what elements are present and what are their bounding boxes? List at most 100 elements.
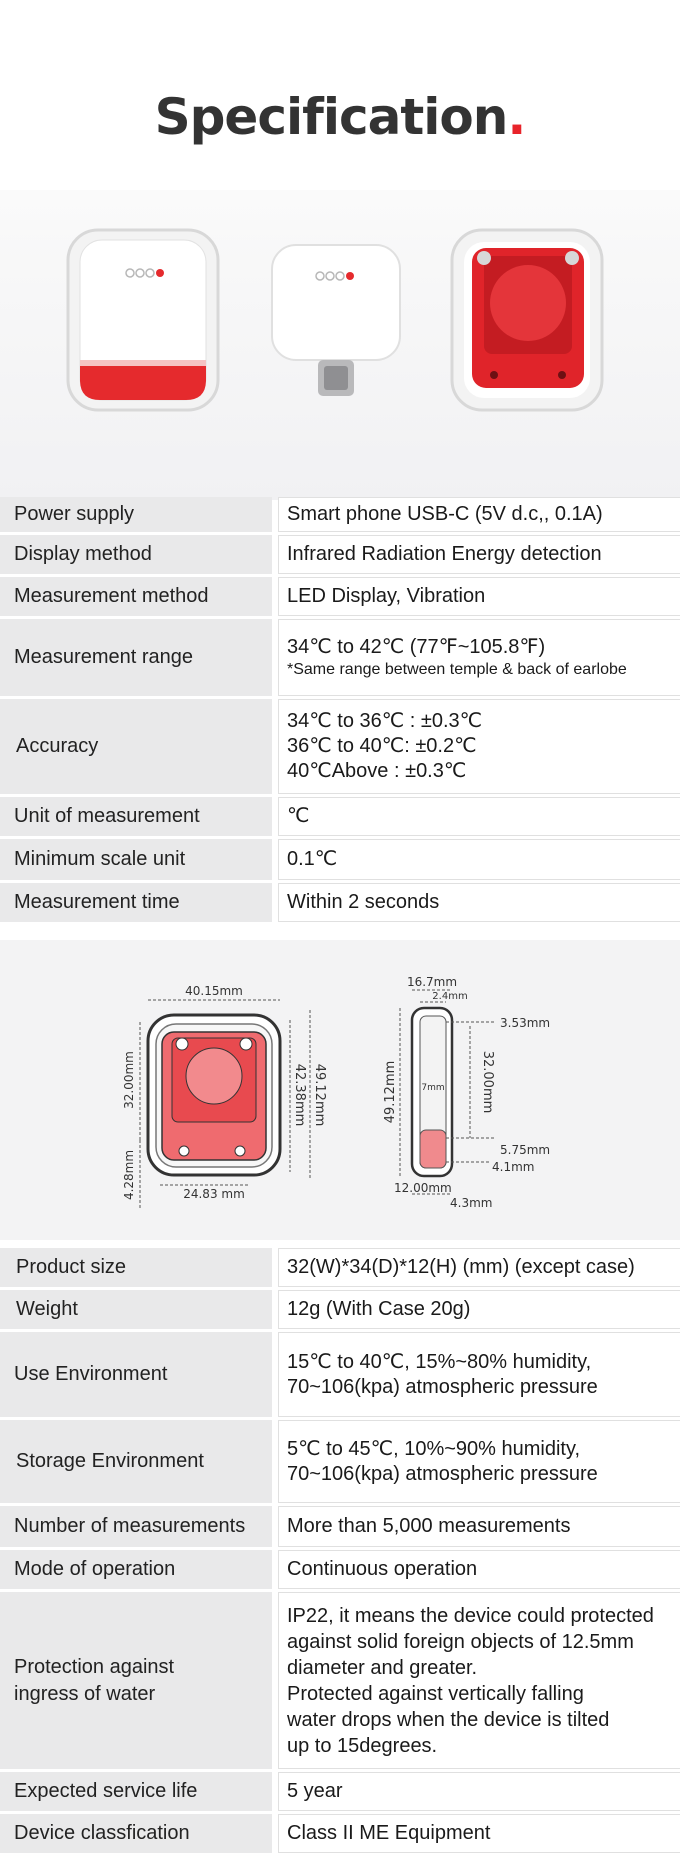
- front-height-label-2: 42.38mm: [292, 1064, 307, 1127]
- row-value: Infrared Radiation Energy detection: [278, 535, 680, 574]
- table-row: Unit of measurement ℃: [0, 797, 680, 839]
- value-line: Protected against vertically falling: [287, 1682, 584, 1705]
- table-row: Measurement method LED Display, Vibratio…: [0, 577, 680, 619]
- front-width-label: 40.15mm: [185, 984, 243, 998]
- row-value: Smart phone USB-C (5V d.c,, 0.1A): [278, 497, 680, 532]
- value-line: 34℃ to 42℃ (77℉~105.8℉): [287, 636, 546, 658]
- side-top-label-1: 16.7mm: [407, 975, 457, 989]
- table-row: Product size 32(W)*34(D)*12(H) (mm) (exc…: [0, 1248, 680, 1290]
- table-row: Number of measurements More than 5,000 m…: [0, 1506, 680, 1550]
- value-line: diameter and greater.: [287, 1656, 478, 1679]
- title-text: Specification: [154, 88, 509, 146]
- value-line: IP22, it means the device could protecte…: [287, 1604, 654, 1627]
- value-line: Within 2 seconds: [287, 891, 440, 913]
- row-value: 34℃ to 36℃ : ±0.3℃ 36℃ to 40℃: ±0.2℃ 40℃…: [278, 699, 680, 794]
- side-right-label-3: 5.75mm: [500, 1143, 550, 1157]
- front-height-label-3: 49.12mm: [312, 1064, 327, 1127]
- front-view: 40.15mm 24.83 mm 32.00mm 4.28mm 42.38mm …: [122, 984, 327, 1210]
- value-line: water drops when the device is tilted: [287, 1708, 610, 1731]
- side-bottom-label-1: 12.00mm: [394, 1181, 452, 1195]
- row-value: IP22, it means the device could protecte…: [278, 1592, 680, 1769]
- value-line: ℃: [287, 805, 310, 827]
- row-value: 5℃ to 45℃, 10%~90% humidity, 70~106(kpa)…: [278, 1420, 680, 1503]
- value-line: 0.1℃: [287, 848, 338, 870]
- row-label: Measurement time: [0, 883, 272, 922]
- side-top-label-2: 2.4mm: [432, 991, 467, 1002]
- value-line: 40℃Above : ±0.3℃: [287, 760, 467, 782]
- row-label: Storage Environment: [0, 1420, 272, 1503]
- side-right-label-4: 4.1mm: [492, 1160, 534, 1174]
- page-title: Specification.: [0, 88, 680, 146]
- row-label: Minimum scale unit: [0, 839, 272, 880]
- value-line: Smart phone USB-C (5V d.c,, 0.1A): [287, 503, 603, 525]
- row-value: Within 2 seconds: [278, 883, 680, 922]
- value-note: *Same range between temple & back of ear…: [287, 661, 627, 678]
- row-label: Use Environment: [0, 1332, 272, 1417]
- table-row: Measurement time Within 2 seconds: [0, 883, 680, 925]
- row-label: Protection against ingress of water: [0, 1592, 272, 1769]
- side-mid-label: 7mm: [421, 1083, 444, 1093]
- row-value: More than 5,000 measurements: [278, 1506, 680, 1547]
- row-value: 32(W)*34(D)*12(H) (mm) (except case): [278, 1248, 680, 1287]
- value-line: 5 year: [287, 1780, 343, 1802]
- value-line: 36℃ to 40℃: ±0.2℃: [287, 735, 477, 757]
- product-photo: [0, 190, 680, 500]
- value-line: 12g (With Case 20g): [287, 1298, 471, 1320]
- row-value: 34℃ to 42℃ (77℉~105.8℉) *Same range betw…: [278, 619, 680, 696]
- row-label: Measurement method: [0, 577, 272, 616]
- row-label: Product size: [0, 1248, 272, 1287]
- row-label: Power supply: [0, 497, 272, 532]
- brand-logo: [125, 268, 164, 278]
- value-line: LED Display, Vibration: [287, 585, 486, 607]
- front-bottom-height-label: 4.28mm: [122, 1150, 136, 1200]
- front-height-label-1: 32.00mm: [122, 1051, 136, 1109]
- row-label: Accuracy: [0, 699, 272, 794]
- row-value: Class II ME Equipment: [278, 1814, 680, 1853]
- table-row: Accuracy 34℃ to 36℃ : ±0.3℃ 36℃ to 40℃: …: [0, 699, 680, 797]
- side-right-label-1: 3.53mm: [500, 1016, 550, 1030]
- device-usb-c: [271, 244, 401, 396]
- side-bottom-label-2: 4.3mm: [450, 1196, 492, 1210]
- row-value: 5 year: [278, 1772, 680, 1811]
- table-row: Power supply Smart phone USB-C (5V d.c,,…: [0, 497, 680, 535]
- row-label: Expected service life: [0, 1772, 272, 1811]
- row-label: Weight: [0, 1290, 272, 1329]
- row-value: ℃: [278, 797, 680, 836]
- spec-table-top: Power supply Smart phone USB-C (5V d.c,,…: [0, 497, 680, 925]
- row-value: 12g (With Case 20g): [278, 1290, 680, 1329]
- row-label-text: Protection against ingress of water: [14, 1655, 175, 1705]
- side-left-label: 49.12mm: [383, 1061, 398, 1124]
- value-line: Class II ME Equipment: [287, 1822, 491, 1844]
- row-label: Unit of measurement: [0, 797, 272, 836]
- row-label: Measurement range: [0, 619, 272, 696]
- side-right-label-2: 32.00mm: [480, 1051, 495, 1114]
- dimension-drawing: 40.15mm 24.83 mm 32.00mm 4.28mm 42.38mm …: [122, 975, 550, 1210]
- title-dot: .: [507, 88, 526, 146]
- value-line: More than 5,000 measurements: [287, 1515, 571, 1537]
- product-illustration: [66, 228, 604, 412]
- row-label: Number of measurements: [0, 1506, 272, 1547]
- value-line: up to 15degrees.: [287, 1734, 438, 1757]
- value-line: 32(W)*34(D)*12(H) (mm) (except case): [287, 1256, 635, 1278]
- value-line: 5℃ to 45℃, 10%~90% humidity,: [287, 1437, 581, 1460]
- value-line: 15℃ to 40℃, 15%~80% humidity,: [287, 1350, 592, 1373]
- device-with-case-back: [450, 228, 604, 412]
- value-line: Infrared Radiation Energy detection: [287, 543, 602, 565]
- dimension-diagram: 40.15mm 24.83 mm 32.00mm 4.28mm 42.38mm …: [0, 940, 680, 1240]
- row-value: 15℃ to 40℃, 15%~80% humidity, 70~106(kpa…: [278, 1332, 680, 1417]
- table-row: Weight 12g (With Case 20g): [0, 1290, 680, 1332]
- device-with-case-front: [66, 228, 220, 412]
- row-value: LED Display, Vibration: [278, 577, 680, 616]
- row-label: Device classfication: [0, 1814, 272, 1853]
- row-value: Continuous operation: [278, 1550, 680, 1589]
- row-value: 0.1℃: [278, 839, 680, 880]
- table-row: Measurement range 34℃ to 42℃ (77℉~105.8℉…: [0, 619, 680, 699]
- table-row: Device classfication Class II ME Equipme…: [0, 1814, 680, 1856]
- value-line: Continuous operation: [287, 1558, 478, 1580]
- value-line: 70~106(kpa) atmospheric pressure: [287, 1462, 598, 1485]
- spec-table-bottom: Product size 32(W)*34(D)*12(H) (mm) (exc…: [0, 1248, 680, 1856]
- table-row: Use Environment 15℃ to 40℃, 15%~80% humi…: [0, 1332, 680, 1420]
- value-line: 34℃ to 36℃ : ±0.3℃: [287, 710, 483, 732]
- table-row: Display method Infrared Radiation Energy…: [0, 535, 680, 577]
- table-row: Storage Environment 5℃ to 45℃, 10%~90% h…: [0, 1420, 680, 1506]
